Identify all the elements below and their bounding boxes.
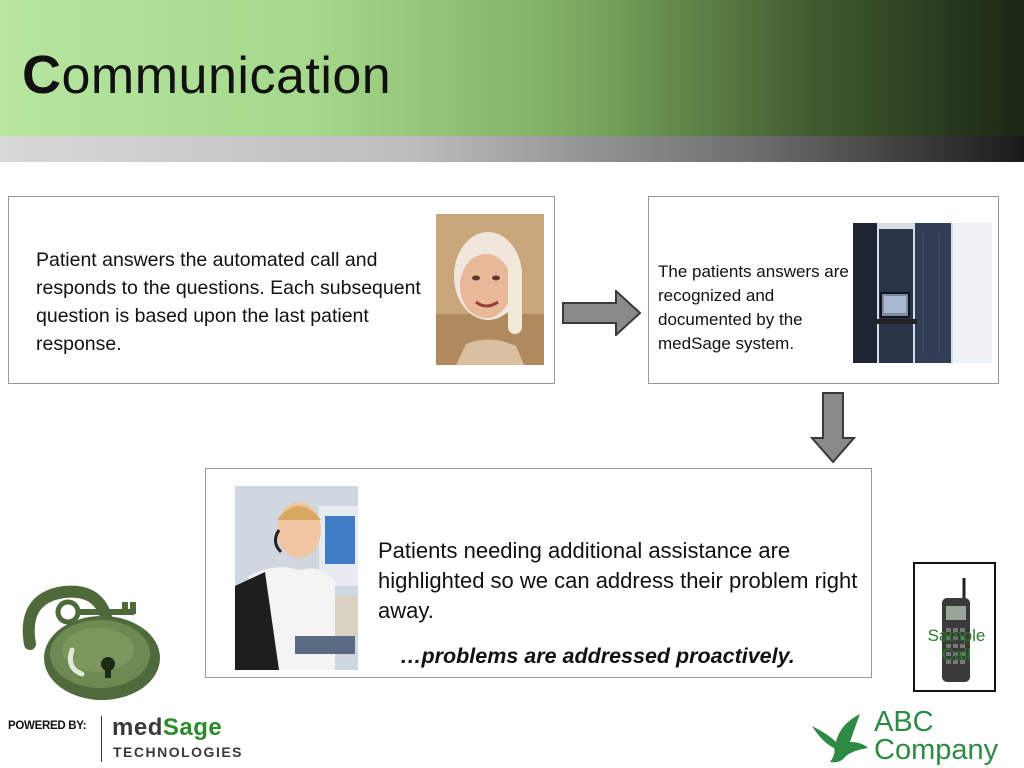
arrow-down-icon <box>810 392 856 464</box>
title-rest: ommunication <box>61 47 392 105</box>
sample-call-button[interactable]: Sample Call <box>913 562 996 692</box>
powered-by-label: POWERED BY: <box>8 720 87 732</box>
brand-med: med <box>112 714 163 741</box>
company-name-line1: ABC <box>874 706 934 738</box>
bird-icon <box>812 714 868 763</box>
step3-text: Patients needing additional assistance a… <box>378 538 858 623</box>
step2-text: The patients answers are recognized and … <box>658 262 849 353</box>
header-banner: Communication <box>0 0 1024 136</box>
cell-phone-icon <box>942 578 970 682</box>
arrow-right-icon <box>562 290 642 336</box>
sample-call-label: Sample Call <box>927 626 986 664</box>
title-initial: C <box>22 45 62 105</box>
header-gradient-bar <box>0 136 1024 162</box>
call-center-agent-photo <box>235 486 358 670</box>
tagline-text: …problems are addressed proactively. <box>400 644 795 668</box>
step1-text: Patient answers the automated call and r… <box>36 249 421 355</box>
elderly-patient-photo <box>436 214 544 365</box>
brand-sage: Sage <box>162 714 223 741</box>
medsage-logo: medSage <box>112 714 222 742</box>
footer-divider <box>101 716 102 762</box>
server-room-photo <box>853 223 992 363</box>
padlock-key-icon <box>22 585 160 700</box>
company-name-line2: Company <box>874 734 999 766</box>
page-title: Communication <box>22 44 391 106</box>
medsage-subtitle: TECHNOLOGIES <box>113 744 244 760</box>
